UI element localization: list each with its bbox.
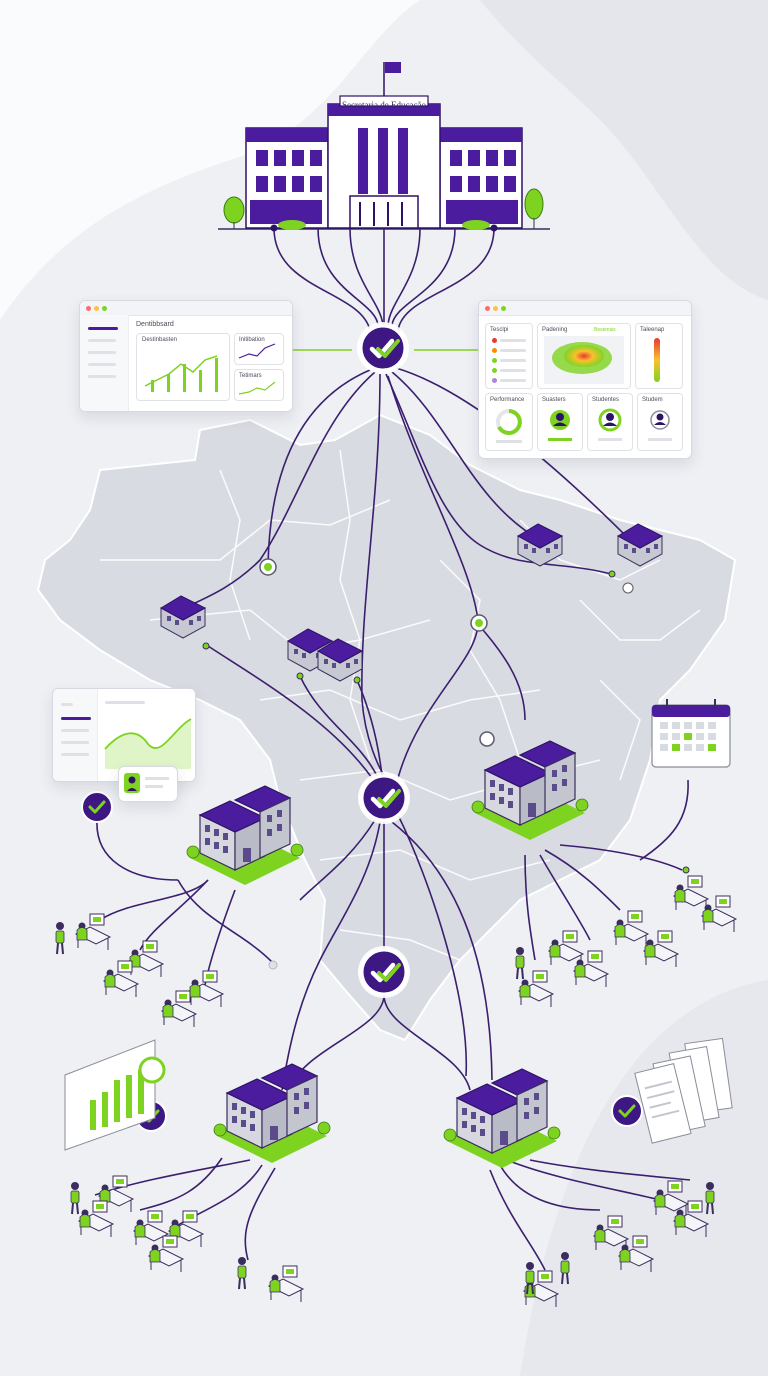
dashboard-panel-left: Dentibbsard Destinbasten Initibation Tet… (79, 300, 293, 412)
card-label: Tesclpi (490, 327, 509, 333)
suasters-card: Suasters (537, 393, 583, 451)
card-label: Performance (490, 397, 525, 403)
document-stack-icon (634, 1037, 733, 1144)
background-blob (520, 980, 768, 1376)
check-badge-icon (80, 790, 114, 824)
studem-card: Studem (637, 393, 683, 451)
scale-card: Taleenap (635, 323, 683, 389)
line-chart (144, 355, 218, 392)
card-label: Destinbasten (142, 337, 178, 343)
card-label: Initibation (239, 337, 265, 343)
flag-icon (385, 62, 401, 73)
card-label: Padening (542, 327, 568, 333)
sidebar (53, 689, 98, 781)
card-label: Taleenap (640, 327, 665, 333)
check-badge-icon (610, 1094, 644, 1128)
card-label: Suasters (542, 397, 566, 403)
card-label: Studem (642, 397, 663, 403)
heatmap-card: Padening Bestensis (537, 323, 631, 389)
avatar-icon (548, 410, 572, 441)
avatar-icon (648, 410, 672, 441)
building-sign: Secretaria de Educação (342, 100, 426, 110)
school-building (443, 1068, 561, 1169)
initiation-card: Initibation (234, 333, 284, 365)
avatar-icon (598, 408, 622, 441)
chart-board (64, 1039, 166, 1151)
students-card: Studentes (587, 393, 633, 451)
status-card: Tesclpi (485, 323, 533, 389)
heatmap (544, 336, 624, 384)
profile-card (118, 766, 178, 802)
window-bar (80, 301, 292, 316)
performance-card: Performance (485, 393, 533, 451)
window-bar (479, 301, 691, 316)
check-badge-icon (358, 772, 410, 824)
card-label: Studentes (592, 397, 620, 403)
check-badge-icon (357, 322, 409, 374)
calendar-icon (651, 699, 731, 768)
sidebar (80, 315, 129, 411)
check-badge-icon (358, 946, 410, 998)
school-building (186, 785, 304, 886)
area-chart (104, 718, 192, 769)
card-label: Tetimars (239, 373, 262, 379)
map-nodes (202, 558, 690, 970)
background-blob (480, 0, 768, 300)
dashboard-panel-right: Tesclpi Padening Bestensis Taleenap Perf… (478, 300, 692, 459)
panel-title: Dentibbsard (136, 321, 174, 328)
card-tag: Bestensis (594, 327, 616, 333)
metrics-card: Tetimars (234, 369, 284, 401)
chart-card: Destinbasten (136, 333, 230, 401)
school-building (213, 1063, 331, 1164)
avatar-icon (124, 773, 169, 793)
background-blob (0, 0, 420, 320)
secretaria-building: Secretaria de Educação (218, 62, 550, 232)
heat-scale (654, 338, 660, 382)
